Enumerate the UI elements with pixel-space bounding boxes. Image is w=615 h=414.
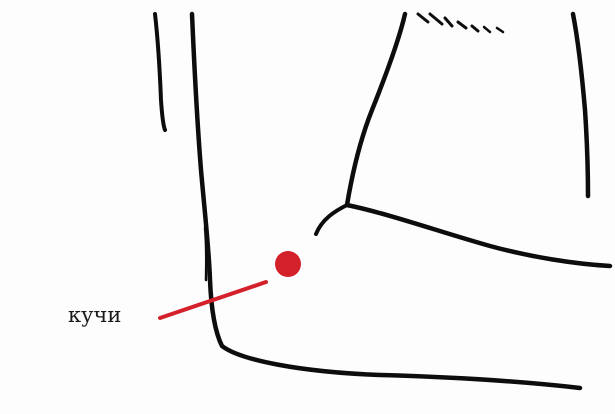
acupoint-dot [275,251,301,277]
hatching-mark-6 [484,27,490,32]
leg-contour-short-left [155,14,165,130]
point-label: кучи [68,305,121,326]
leg-contour-inner [205,228,206,280]
ankle-fold-line [316,205,347,234]
hatching-mark-4 [458,22,466,28]
hatching-mark-1 [418,14,428,22]
leg-contour-back [347,14,405,205]
hatching-mark-3 [445,18,452,26]
foot-instep-line [347,205,610,266]
hatching-mark-5 [472,26,478,31]
hatching-mark-7 [497,28,503,32]
hatching-mark-2 [430,14,442,24]
leg-contour-right [573,14,588,196]
